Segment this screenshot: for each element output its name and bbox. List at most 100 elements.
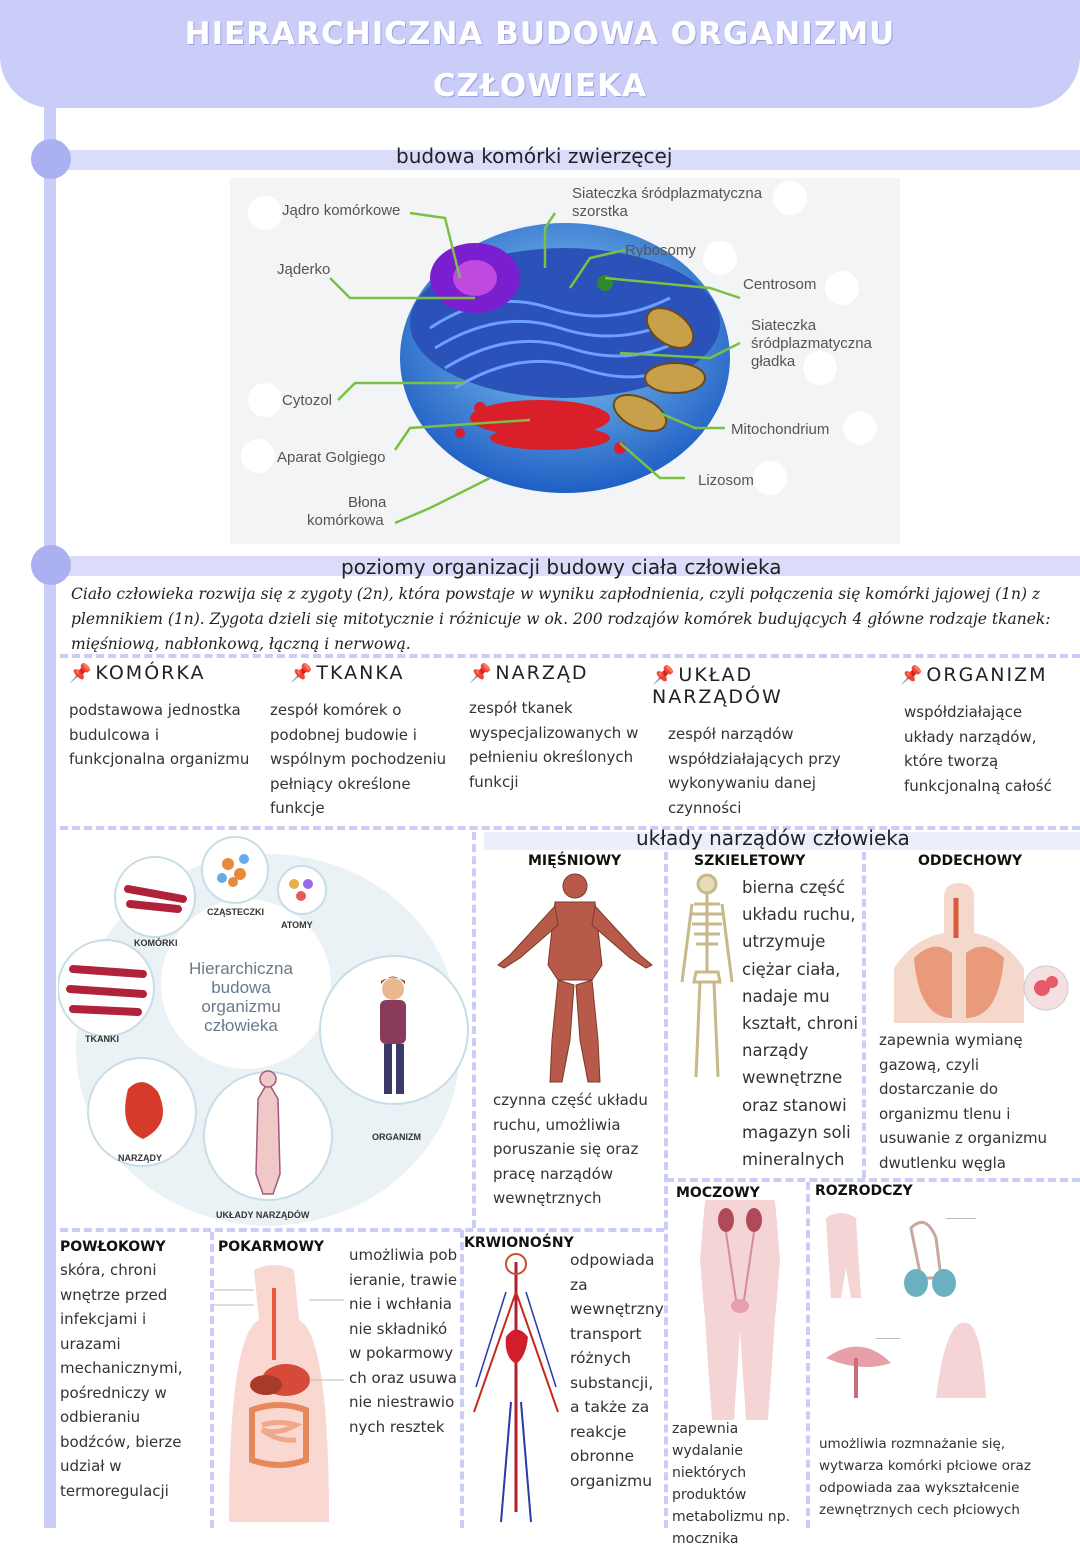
reproductive-figure (816, 1198, 1076, 1434)
divider-levels-top (60, 654, 1080, 658)
label-smooth-er-2: śródplazmatyczna (751, 335, 872, 352)
label-rough-er-2: szorstka (572, 203, 628, 220)
system-title-circulatory: KRWIONOŚNY (464, 1235, 574, 1251)
level-desc: podstawowa jednostka budulcowa i funkcjo… (69, 701, 250, 768)
label-cytosol: Cytozol (282, 392, 333, 409)
lungs-illustration (894, 883, 1069, 1023)
pin-icon: 📌 (469, 663, 494, 684)
hierarchy-label-tissues: TKANKI (85, 1034, 119, 1044)
animal-cell-illustration (241, 181, 877, 525)
hierarchy-center-line: budowa (211, 978, 271, 997)
blood-vessels-illustration (473, 1253, 559, 1523)
divider-v-urinary (806, 1182, 810, 1528)
label-nucleus: Jądro komórkowe (282, 202, 401, 219)
level-organ-system: 📌UKŁAD NARZĄDÓW zespół narządów współdzi… (652, 664, 882, 820)
level-desc: zespół tkanek wyspecjalizowanych w pełni… (469, 699, 639, 791)
system-title-digestive: POKARMOWY (218, 1239, 325, 1255)
digestive-tract-illustration (214, 1265, 344, 1522)
label-smooth-er-3: gładka (751, 353, 796, 370)
header-banner (0, 0, 1080, 108)
pin-icon: 📌 (652, 665, 677, 686)
label-mitochondrion: Mitochondrium (731, 421, 830, 438)
system-desc-circulatory: odpowiada za wewnętrzny transport różnyc… (570, 1251, 664, 1490)
reproductive-system-illustration (826, 1213, 986, 1398)
divider-v-digestive (460, 1230, 464, 1528)
section-dot-levels (31, 545, 71, 585)
level-desc: zespół komórek o podobnej budowie i wspó… (270, 701, 447, 817)
pin-icon: 📌 (290, 663, 315, 684)
cell-section-heading: budowa komórki zwierzęcej (396, 144, 673, 168)
section-bar-cell (60, 150, 1080, 170)
system-desc-integumentary: skóra, chroni wnętrze przed infekcjami i… (60, 1261, 183, 1500)
hierarchy-center-line: człowieka (204, 1016, 278, 1035)
page-title-line-1: HIERARCHICZNA BUDOWA ORGANIZMU (184, 16, 896, 52)
urinary-figure (680, 1200, 800, 1420)
system-title-integumentary: POWŁOKOWY (60, 1239, 166, 1255)
system-title-respiratory: ODDECHOWY (918, 853, 1023, 869)
hierarchy-label-organism: ORGANIZM (372, 1132, 421, 1142)
levels-intro-text: Ciało człowieka rozwija się z zygoty (2n… (71, 585, 1051, 653)
system-title-skeletal: SZKIELETOWY (694, 853, 806, 869)
respiratory-figure (874, 878, 1074, 1026)
system-desc-muscular: czynna część układu ruchu, umożliwia por… (493, 1091, 648, 1207)
hierarchy-label-atoms: ATOMY (281, 920, 313, 930)
level-organ: 📌NARZĄD zespół tkanek wyspecjalizowanych… (469, 662, 639, 794)
system-title-urinary: MOCZOWY (676, 1185, 760, 1201)
circulatory-figure (466, 1252, 566, 1528)
label-lysosome: Lizosom (698, 472, 754, 489)
cell-diagram (230, 178, 900, 544)
label-centrosome: Centrosom (743, 276, 817, 293)
level-title: UKŁAD NARZĄDÓW (652, 664, 783, 708)
hierarchy-label-cells: KOMÓRKI (134, 938, 178, 948)
divider-v-skeleton (862, 852, 866, 1178)
label-membrane-2: komórkowa (307, 512, 384, 529)
level-title: NARZĄD (495, 662, 589, 684)
hierarchy-label-molecules: CZĄSTECZKI (207, 907, 264, 917)
level-cell: 📌KOMÓRKA podstawowa jednostka budulcowa … (69, 662, 259, 772)
label-smooth-er-1: Siateczka (751, 317, 817, 334)
pin-icon: 📌 (69, 663, 94, 684)
level-desc: współdziałające układy narządów, które t… (904, 703, 1052, 795)
section-bar-levels (60, 556, 1080, 576)
hierarchy-diagram: Hierarchiczna budowa organizmu człowieka… (57, 834, 472, 1226)
level-desc: zespół narządów współdziałających przy w… (668, 725, 841, 817)
levels-section-heading: poziomy organizacji budowy ciała człowie… (341, 555, 782, 579)
label-golgi: Aparat Golgiego (277, 449, 386, 466)
system-desc-respiratory: zapewnia wymianę gazową, czyli dostarcza… (879, 1031, 1048, 1172)
system-desc-urinary: zapewnia wydalanie niektórych produktów … (672, 1421, 791, 1547)
hierarchy-center-line: Hierarchiczna (189, 959, 293, 978)
level-title: TKANKA (316, 662, 405, 684)
page-title-line-2: CZŁOWIEKA (432, 68, 648, 104)
system-title-muscular: MIĘŚNIOWY (528, 853, 622, 869)
urinary-system-illustration (700, 1200, 780, 1420)
level-organism: 📌ORGANIZM współdziałające układy narządó… (900, 664, 1075, 798)
hierarchy-center-line: organizmu (201, 997, 281, 1016)
system-title-reproductive: ROZRODCZY (815, 1183, 913, 1199)
divider-v-muscle (664, 852, 668, 1528)
muscle-body-illustration (497, 873, 653, 1083)
level-title: ORGANIZM (926, 664, 1048, 686)
divider-levels-bottom (60, 826, 1080, 830)
section-dot-cell (31, 139, 71, 179)
label-membrane-1: Błona (348, 494, 387, 511)
label-ribosomes: Rybosomy (625, 242, 696, 259)
digestive-figure (214, 1260, 344, 1522)
muscular-figure (490, 870, 660, 1088)
system-desc-reproductive: umożliwia rozmnażanie się, wytwarza komó… (819, 1436, 1031, 1518)
label-nucleolus: Jąderko (277, 261, 331, 278)
level-title: KOMÓRKA (95, 662, 206, 684)
hierarchy-center-text: Hierarchiczna budowa organizmu człowieka (186, 959, 296, 1035)
hierarchy-label-organ-systems: UKŁADY NARZĄDÓW (216, 1210, 310, 1220)
divider-v-hierarchy (472, 832, 476, 1228)
label-rough-er-1: Siateczka śródplazmatyczna (572, 185, 763, 202)
page-side-bar (44, 100, 56, 1528)
systems-heading-bar (484, 832, 1080, 850)
system-desc-skeletal: bierna część układu ruchu, utrzymuje cię… (742, 878, 859, 1170)
skeletal-figure (676, 872, 738, 1086)
pin-icon: 📌 (900, 665, 925, 686)
skeleton-illustration (680, 873, 734, 1078)
divider-h-lower-left (60, 1228, 664, 1232)
systems-section-heading: układy narządów człowieka (636, 826, 910, 850)
divider-v-skin (210, 1232, 214, 1528)
hierarchy-circle-graphic (57, 836, 469, 1226)
